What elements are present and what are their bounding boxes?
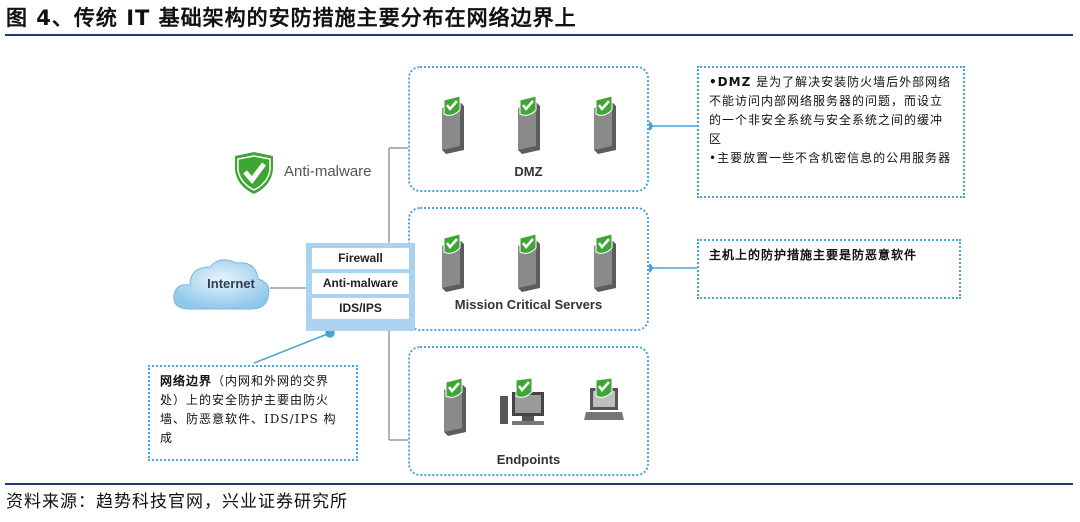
zone-mission-critical-label: Mission Critical Servers xyxy=(454,297,603,312)
note-dmz-text: 是为了解决安装防火墙后外部网络不能访问内部网络服务器的问题，而设立的一个非安全系… xyxy=(709,75,952,146)
server-icon xyxy=(594,234,616,292)
note-dmz-keyword: •DMZ xyxy=(709,75,752,89)
title-divider xyxy=(5,34,1073,36)
zone-dmz-label: DMZ xyxy=(514,164,543,179)
internet-label: Internet xyxy=(207,276,255,291)
source-note: 资料来源：趋势科技官网，兴业证券研究所 xyxy=(6,492,348,512)
page-title: 图 4、传统 IT 基础架构的安防措施主要分布在网络边界上 xyxy=(6,6,577,30)
note-dmz-paragraph-1: •DMZ 是为了解决安装防火墙后外部网络不能访问内部网络服务器的问题，而设立的一… xyxy=(709,73,953,149)
note-dmz: •DMZ 是为了解决安装防火墙后外部网络不能访问内部网络服务器的问题，而设立的一… xyxy=(697,66,965,198)
anti-malware-label: Anti-malware xyxy=(284,163,372,180)
ids-ips-row: IDS/IPS xyxy=(312,298,409,319)
server-icon xyxy=(444,378,466,436)
note-boundary-text: （内网和外网的交界处）上的安全防护主要由防火墙、防恶意软件、IDS/IPS 构成 xyxy=(160,374,337,445)
firewall-row: Firewall xyxy=(312,248,409,269)
firewall-stack: Firewall Anti-malware IDS/IPS xyxy=(306,243,415,331)
anti-malware-row: Anti-malware xyxy=(312,273,409,294)
server-icon xyxy=(442,96,464,154)
note-boundary: 网络边界（内网和外网的交界处）上的安全防护主要由防火墙、防恶意软件、IDS/IP… xyxy=(148,365,358,461)
desktop-icon xyxy=(500,378,544,425)
shield-check-icon xyxy=(235,152,273,194)
server-icon xyxy=(594,96,616,154)
zone-endpoints-label: Endpoints xyxy=(496,452,561,467)
note-boundary-keyword: 网络边界 xyxy=(160,374,213,388)
server-icon xyxy=(518,234,540,292)
note-dmz-paragraph-2: •主要放置一些不含机密信息的公用服务器 xyxy=(709,151,952,165)
server-icon xyxy=(442,234,464,292)
note-host: 主机上的防护措施主要是防恶意软件 xyxy=(697,239,961,299)
footer-divider xyxy=(5,483,1073,485)
cloud-icon xyxy=(173,259,270,310)
laptop-icon xyxy=(584,378,624,420)
server-icon xyxy=(518,96,540,154)
